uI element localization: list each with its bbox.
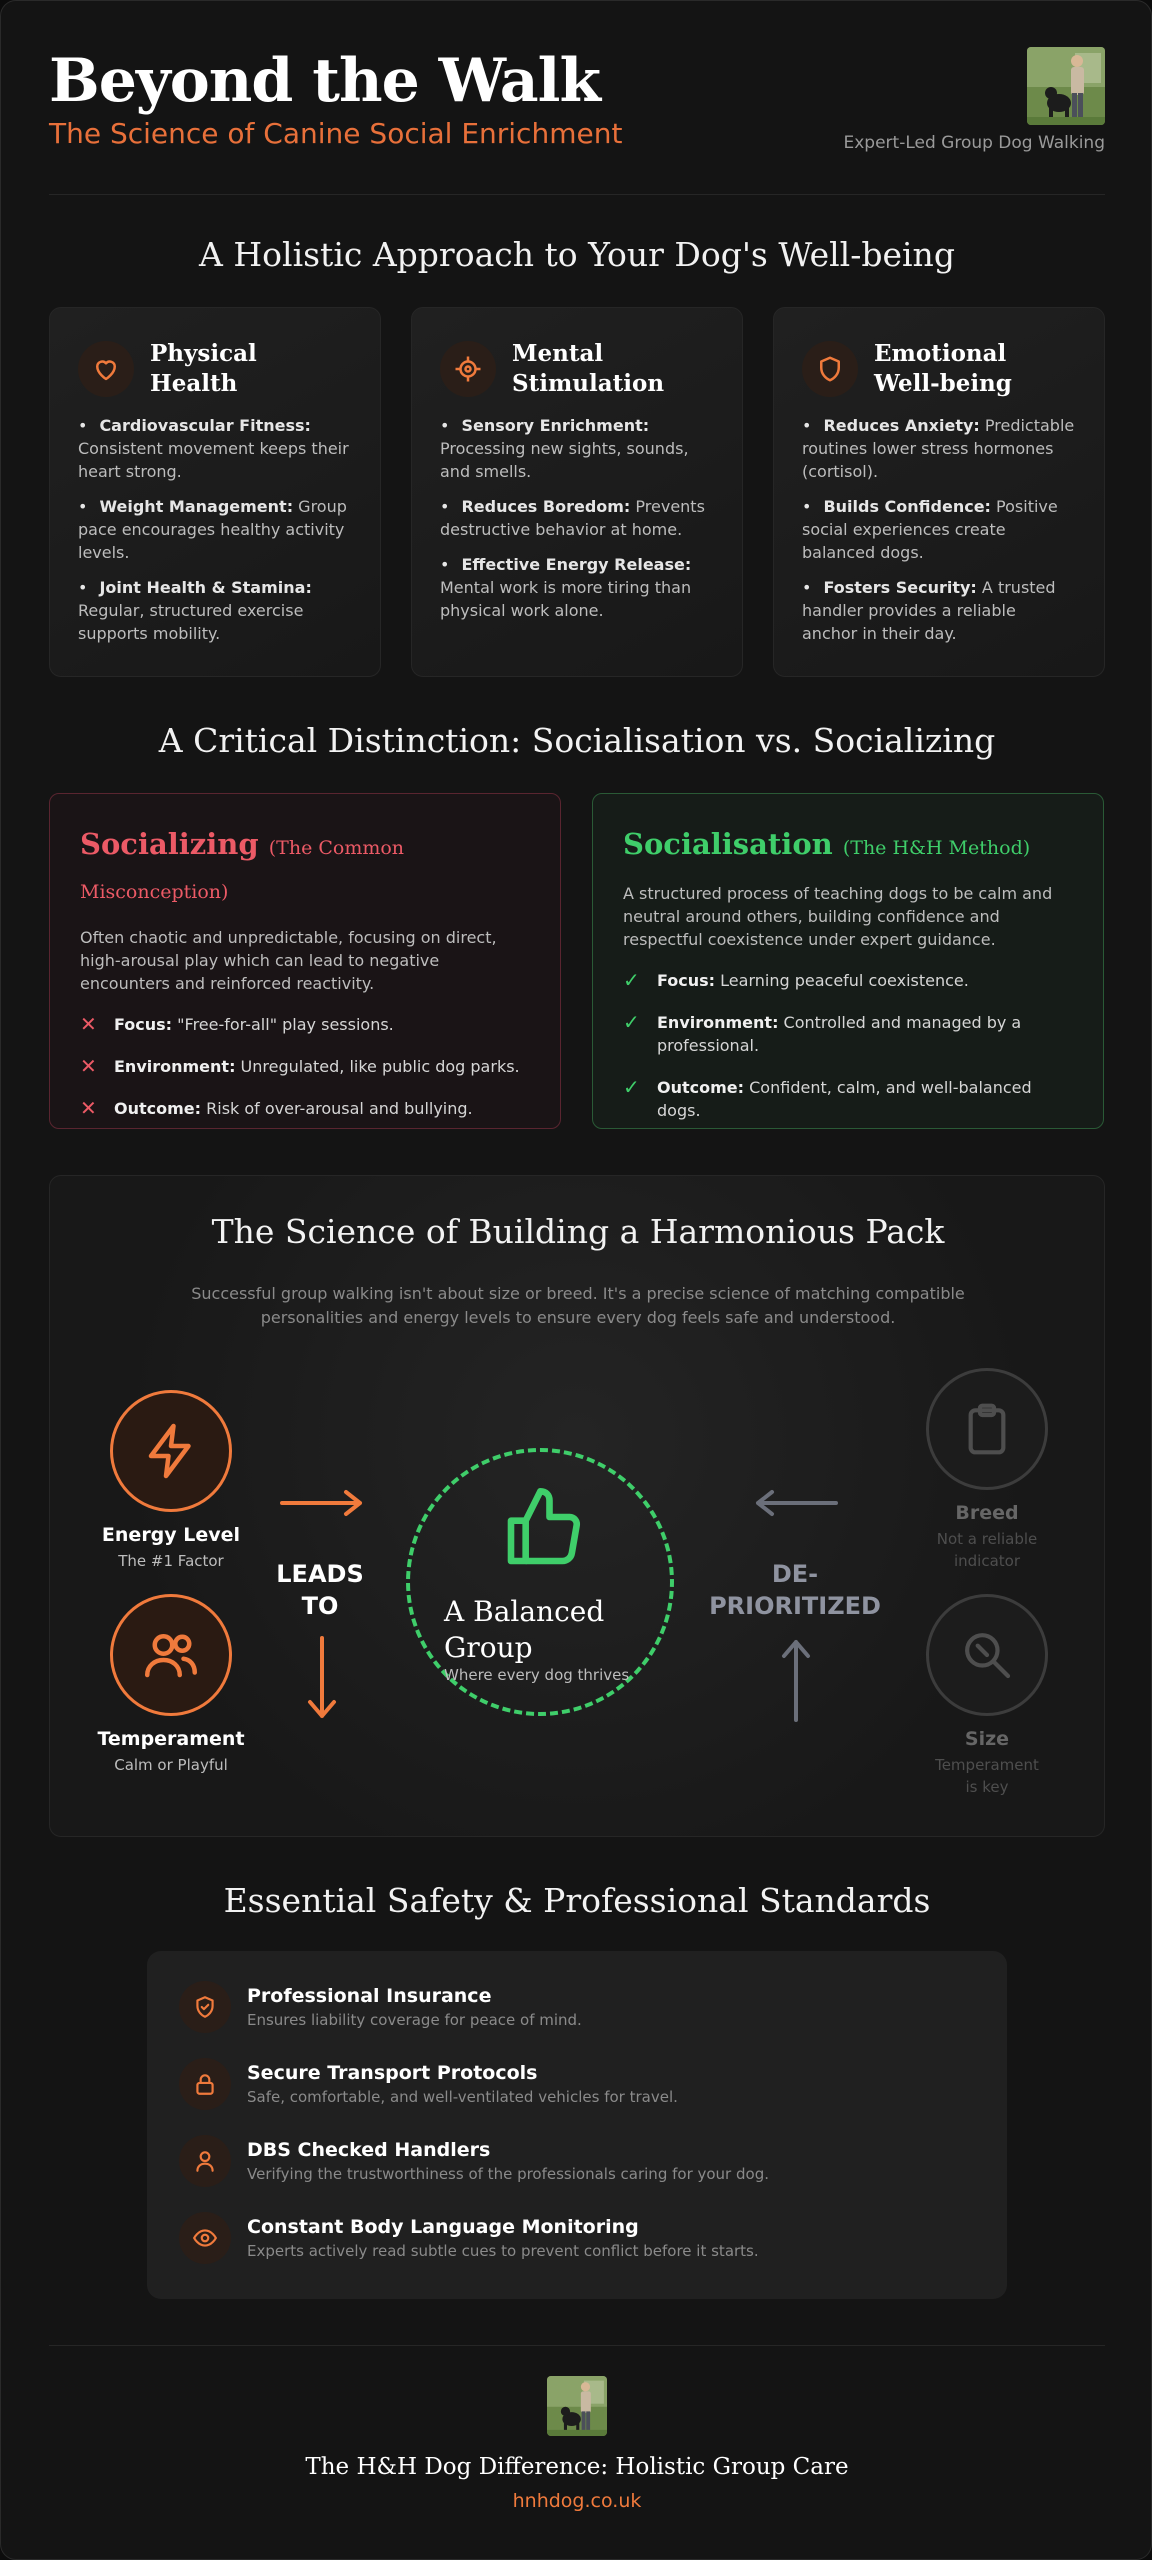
page-subtitle: The Science of Canine Social Enrichment [49,117,623,150]
factor-temperament: Temperament Calm or Playful [86,1594,256,1776]
socializing-description: Often chaotic and unpredictable, focusin… [80,928,497,993]
socializing-item: ✕Focus: "Free-for-all" play sessions. [80,1012,394,1036]
check-icon: ✓ [623,1075,640,1099]
socialisation-description: A structured process of teaching dogs to… [623,884,1053,949]
safety-section-title: Essential Safety & Professional Standard… [223,1881,931,1920]
arrow-right-icon [280,1490,362,1516]
socialisation-item: ✓Outcome: Confident, calm, and well-bala… [623,1075,1032,1121]
heart-icon [78,341,134,397]
pillar-item: •Builds Confidence: Positive social expe… [802,497,1058,562]
check-icon: ✓ [623,968,640,992]
balanced-group-circle: A Balanced Group Where every dog thrives [406,1448,674,1716]
deprioritized-label: DE-PRIORITIZED [709,1560,881,1620]
safety-item-title: Professional Insurance [247,1985,492,2007]
socializing-item: ✕Outcome: Risk of over-arousal and bully… [80,1096,473,1120]
factor-label: Breed [955,1502,1019,1524]
arrow-down-icon [308,1636,336,1718]
arrow-up-icon [782,1640,810,1722]
pillar-item: •Sensory Enrichment: Processing new sigh… [440,416,689,481]
socialisation-card: Socialisation (The H&H Method) A structu… [592,793,1104,1129]
socialisation-item: ✓Focus: Learning peaceful coexistence. [623,968,969,992]
factor-label: Size [964,1728,1010,1750]
cross-icon: ✕ [80,1012,97,1036]
factor-sub: Temperament is key [935,1756,1039,1796]
factor-energy: Energy Level The #1 Factor [86,1390,256,1572]
factor-breed: Breed Not a reliable indicator [902,1368,1072,1572]
header-photo [1027,47,1105,125]
clipboard-icon [926,1368,1048,1490]
pillar-item: •Fosters Security: A trusted handler pro… [802,578,1056,643]
factor-label: Temperament [97,1728,245,1750]
safety-item-desc: Safe, comfortable, and well-ventilated v… [247,2088,678,2106]
distinction-section-title: A Critical Distinction: Socialisation vs… [158,721,996,760]
safety-item-desc: Ensures liability coverage for peace of … [247,2011,582,2029]
thumbs-up-icon [507,1488,581,1565]
header-tagline: Expert-Led Group Dog Walking [843,133,1105,153]
factor-size: Size Temperament is key [902,1594,1072,1798]
arrow-left-icon [756,1490,838,1516]
pillar-item: •Weight Management: Group pace encourage… [78,497,347,562]
pillar-card-emotional: Emotional Well-being •Reduces Anxiety: P… [773,307,1105,677]
pillar-item: •Joint Health & Stamina: Regular, struct… [78,578,312,643]
shield-icon [802,341,858,397]
socializing-heading: Socializing (The Common Misconception) [80,827,405,903]
socializing-card: Socializing (The Common Misconception) O… [49,793,561,1129]
target-icon [440,341,496,397]
pillar-item: •Reduces Anxiety: Predictable routines l… [802,416,1075,481]
pillar-title: Emotional Well-being [874,340,1012,397]
pillar-card-mental: Mental Stimulation •Sensory Enrichment: … [411,307,743,677]
footer-photo [547,2376,607,2436]
cross-icon: ✕ [80,1054,97,1078]
holistic-section-title: A Holistic Approach to Your Dog's Well-b… [199,235,955,274]
footer: The H&H Dog Difference: Holistic Group C… [49,2345,1105,2535]
cross-icon: ✕ [80,1096,97,1120]
factor-sub: Calm or Playful [114,1756,228,1774]
eye-icon [179,2212,231,2264]
pillar-title: Physical Health [150,340,257,397]
safety-item-title: Secure Transport Protocols [247,2062,538,2084]
check-icon: ✓ [623,1010,640,1034]
lock-icon [179,2058,231,2110]
balanced-group-sub: Where every dog thrives [444,1666,630,1684]
socializing-item: ✕Environment: Unregulated, like public d… [80,1054,520,1078]
safety-item-desc: Experts actively read subtle cues to pre… [247,2242,759,2260]
factor-sub: Not a reliable indicator [936,1530,1038,1570]
footer-title: The H&H Dog Difference: Holistic Group C… [305,2454,849,2480]
users-icon [110,1594,232,1716]
factor-sub: The #1 Factor [118,1552,224,1570]
page-title: Beyond the Walk [49,46,601,116]
science-title: The Science of Building a Harmonious Pac… [211,1212,945,1251]
magnifier-icon [926,1594,1048,1716]
balanced-group-title: A Balanced Group [444,1595,605,1664]
science-panel: The Science of Building a Harmonious Pac… [49,1175,1105,1837]
pillar-item: •Effective Energy Release: Mental work i… [440,555,692,620]
leads-to-label: LEADS TO [276,1560,364,1620]
header: Beyond the Walk The Science of Canine So… [49,45,1105,195]
pillar-item: •Cardiovascular Fitness: Consistent move… [78,416,349,481]
pillar-card-physical: Physical Health •Cardiovascular Fitness:… [49,307,381,677]
pillar-title: Mental Stimulation [512,340,665,397]
socialisation-item: ✓Environment: Controlled and managed by … [623,1010,1022,1056]
pillar-item: •Reduces Boredom: Prevents destructive b… [440,497,705,539]
footer-website-link[interactable]: hnhdog.co.uk [512,2490,642,2512]
factor-label: Energy Level [101,1524,241,1546]
science-description: Successful group walking isn't about siz… [191,1284,965,1327]
socialisation-heading: Socialisation (The H&H Method) [623,827,1031,861]
safety-item-title: DBS Checked Handlers [247,2139,491,2161]
safety-item-title: Constant Body Language Monitoring [247,2216,639,2238]
shield-check-icon [179,1981,231,2033]
safety-item-desc: Verifying the trustworthiness of the pro… [247,2165,769,2183]
lightning-icon [110,1390,232,1512]
user-icon [179,2135,231,2187]
